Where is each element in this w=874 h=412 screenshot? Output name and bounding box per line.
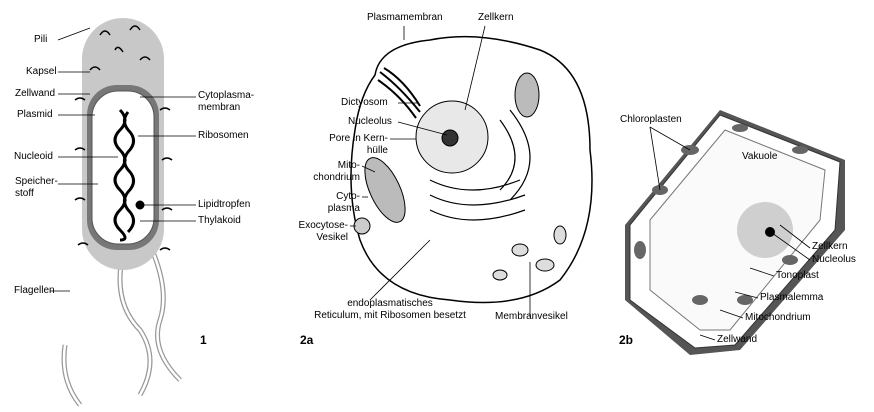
label-zellkern: Zellkern xyxy=(812,241,848,252)
label-line: Exocytose- xyxy=(298,220,348,231)
label-line: Pore in Kern- xyxy=(329,133,388,144)
label-nucleolus: Nucleolus xyxy=(348,116,392,127)
label-line: Speicher- xyxy=(15,176,58,187)
label-zellwand: Zellwand xyxy=(717,334,758,345)
label-zellwand: Zellwand xyxy=(15,88,56,99)
label-line: Reticulum, mit Ribosomen besetzt xyxy=(314,310,466,321)
plant-cell-drawing xyxy=(625,110,845,355)
label-line: hülle xyxy=(366,145,388,156)
label-cytoplasma: Cyto-plasma xyxy=(300,191,360,215)
label-mitochondrium: Mitochondrium xyxy=(745,312,811,323)
label-nucleolus: Nucleolus xyxy=(812,254,856,265)
label-line: Mito- xyxy=(337,160,360,171)
label-pore-in-kernhuelle: Pore in Kern-hülle xyxy=(288,133,388,157)
label-line: Vesikel xyxy=(316,232,348,243)
label-plasmalemma: Plasmalemma xyxy=(760,292,824,303)
label-tonoplast: Tonoplast xyxy=(776,270,819,281)
label-line: endoplasmatisches xyxy=(347,298,433,309)
label-vakuole: Vakuole xyxy=(742,151,778,162)
label-line: stoff xyxy=(15,188,34,199)
label-chloroplasten: Chloroplasten xyxy=(620,114,682,125)
label-line: Cytoplasma- xyxy=(198,90,255,101)
label-line: chondrium xyxy=(313,172,360,183)
label-exocytose-vesikel: Exocytose-Vesikel xyxy=(290,220,348,244)
panel-number-2b: 2b xyxy=(619,333,634,347)
label-membranvesikel: Membranvesikel xyxy=(495,311,568,322)
label-speicherstoff: Speicher-stoff xyxy=(15,176,58,200)
label-plasmid: Plasmid xyxy=(17,109,53,120)
label-cytoplasmamembran: Cytoplasma-membran xyxy=(198,90,254,114)
label-dictyosom: Dictyosom xyxy=(341,97,388,108)
label-zellkern: Zellkern xyxy=(478,12,514,23)
label-pili: Pili xyxy=(34,34,48,45)
label-line: Cyto- xyxy=(336,191,360,202)
label-ribosomen: Ribosomen xyxy=(198,130,249,141)
label-mitochondrium: Mito-chondrium xyxy=(300,160,360,184)
label-line: plasma xyxy=(327,203,360,214)
label-thylakoid: Thylakoid xyxy=(198,215,241,226)
label-plasmamembran: Plasmamembran xyxy=(367,12,443,23)
label-line: membran xyxy=(198,102,241,113)
animal-cell-drawing xyxy=(350,25,593,317)
label-nucleoid: Nucleoid xyxy=(14,151,53,162)
label-kapsel: Kapsel xyxy=(26,66,57,77)
label-flagellen: Flagellen xyxy=(14,285,55,296)
label-lipidtropfen: Lipidtropfen xyxy=(198,199,251,210)
panel-number-1: 1 xyxy=(200,333,207,347)
panel-number-2a: 2a xyxy=(300,333,314,347)
bacterium-drawing xyxy=(50,18,196,407)
